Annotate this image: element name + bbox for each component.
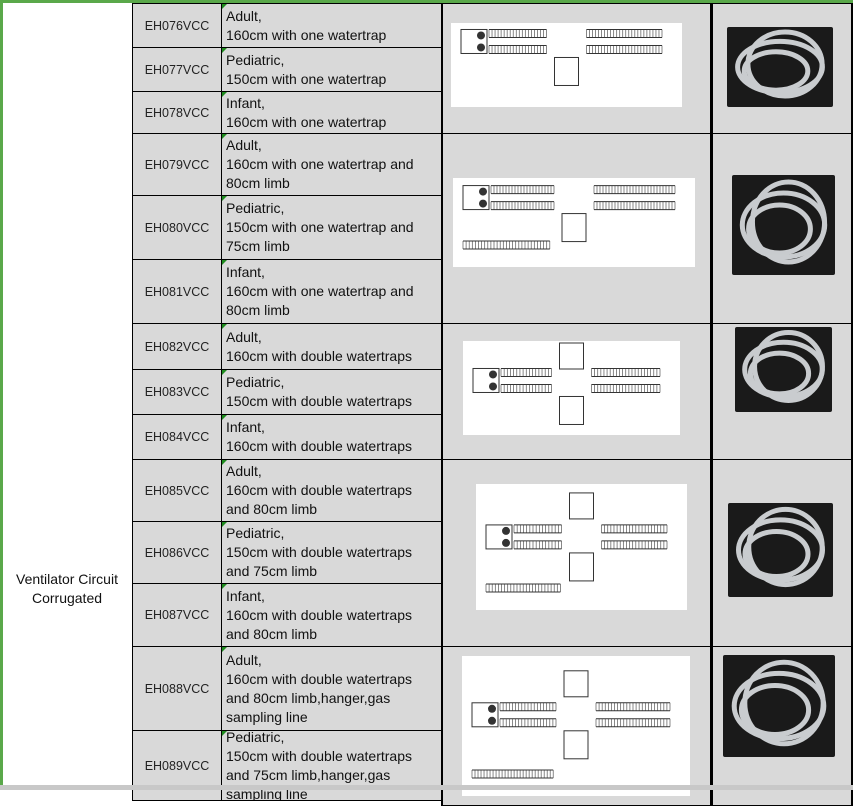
- product-code-cell[interactable]: EH078VCC: [132, 91, 222, 134]
- description-cell[interactable]: Adult, 160cm with double watertraps and …: [221, 459, 442, 522]
- description-cell[interactable]: Pediatric, 150cm with double watertraps: [221, 369, 442, 415]
- product-code-cell[interactable]: EH085VCC: [132, 459, 222, 522]
- description-cell[interactable]: Infant, 160cm with one watertrap and 80c…: [221, 259, 442, 324]
- product-code-cell[interactable]: EH083VCC: [132, 369, 222, 415]
- category-label: Ventilator Circuit Corrugated: [16, 571, 118, 606]
- circuit-diagram-image: [463, 341, 680, 435]
- description-cell[interactable]: Infant, 160cm with double watertraps and…: [221, 583, 442, 647]
- product-code-cell[interactable]: EH086VCC: [132, 521, 222, 584]
- product-code-cell[interactable]: EH076VCC: [132, 3, 222, 48]
- product-photo: [727, 27, 833, 107]
- description-cell[interactable]: Pediatric, 150cm with one watertrap: [221, 47, 442, 92]
- category-cell[interactable]: [0, 0, 131, 785]
- product-code-cell[interactable]: EH077VCC: [132, 47, 222, 92]
- description-cell[interactable]: Adult, 160cm with one watertrap: [221, 3, 442, 48]
- circuit-diagram-image: [476, 484, 687, 610]
- product-photo: [723, 655, 835, 757]
- description-cell[interactable]: Pediatric, 150cm with one watertrap and …: [221, 195, 442, 260]
- description-cell[interactable]: Infant, 160cm with one watertrap: [221, 91, 442, 134]
- product-code-cell[interactable]: EH080VCC: [132, 195, 222, 260]
- product-photo: [735, 327, 832, 412]
- sheet-tabs-bar[interactable]: [0, 785, 853, 790]
- product-code-cell[interactable]: EH082VCC: [132, 323, 222, 370]
- product-photo: [728, 503, 833, 597]
- description-cell[interactable]: Pediatric, 150cm with double watertraps …: [221, 521, 442, 584]
- description-cell[interactable]: Pediatric, 150cm with double watertraps …: [221, 730, 442, 801]
- description-cell[interactable]: Adult, 160cm with one watertrap and 80cm…: [221, 133, 442, 196]
- product-code-cell[interactable]: EH089VCC: [132, 730, 222, 801]
- description-cell[interactable]: Adult, 160cm with double watertraps and …: [221, 646, 442, 731]
- description-cell[interactable]: Infant, 160cm with double watertraps: [221, 414, 442, 460]
- description-cell[interactable]: Adult, 160cm with double watertraps: [221, 323, 442, 370]
- circuit-diagram-image: [462, 656, 690, 796]
- product-code-cell[interactable]: EH087VCC: [132, 583, 222, 647]
- product-code-cell[interactable]: EH088VCC: [132, 646, 222, 731]
- product-code-cell[interactable]: EH081VCC: [132, 259, 222, 324]
- product-photo: [732, 175, 835, 275]
- product-code-cell[interactable]: EH084VCC: [132, 414, 222, 460]
- product-code-cell[interactable]: EH079VCC: [132, 133, 222, 196]
- sheet-top-border: [0, 0, 853, 3]
- circuit-diagram-image: [453, 178, 695, 267]
- circuit-diagram-image: [451, 23, 682, 107]
